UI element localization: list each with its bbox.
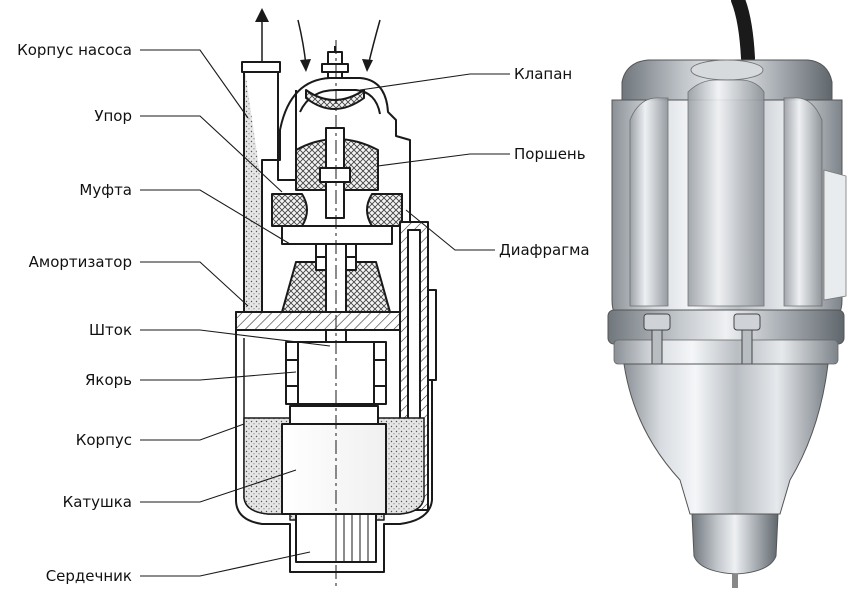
label-shock-absorber: Амортизатор: [28, 253, 132, 271]
leader-lines: [140, 49, 510, 577]
diaphragm: [271, 193, 403, 245]
separator-plate: [235, 311, 411, 331]
label-stop: Упор: [94, 107, 132, 125]
valve: [305, 46, 365, 110]
label-core: Сердечник: [45, 567, 132, 585]
pump-photo: [607, 0, 847, 588]
label-diaphragm: Диафрагма: [499, 241, 590, 259]
cross-section: [235, 8, 437, 590]
label-coil: Катушка: [62, 493, 132, 511]
label-armature: Якорь: [84, 371, 132, 389]
label-valve: Клапан: [514, 65, 573, 83]
label-rod: Шток: [88, 321, 132, 339]
label-housing: Корпус: [75, 431, 132, 449]
inlet-arrows-icon: [297, 19, 381, 72]
piston: [295, 127, 379, 219]
outlet-pipe: [241, 61, 297, 313]
outlet-arrow-icon: [255, 8, 269, 70]
coil: [281, 405, 387, 515]
label-pump-housing: Корпус насоса: [17, 41, 132, 59]
label-coupling: Муфта: [79, 181, 132, 199]
cable: [731, 0, 755, 65]
label-piston: Поршень: [514, 145, 586, 163]
